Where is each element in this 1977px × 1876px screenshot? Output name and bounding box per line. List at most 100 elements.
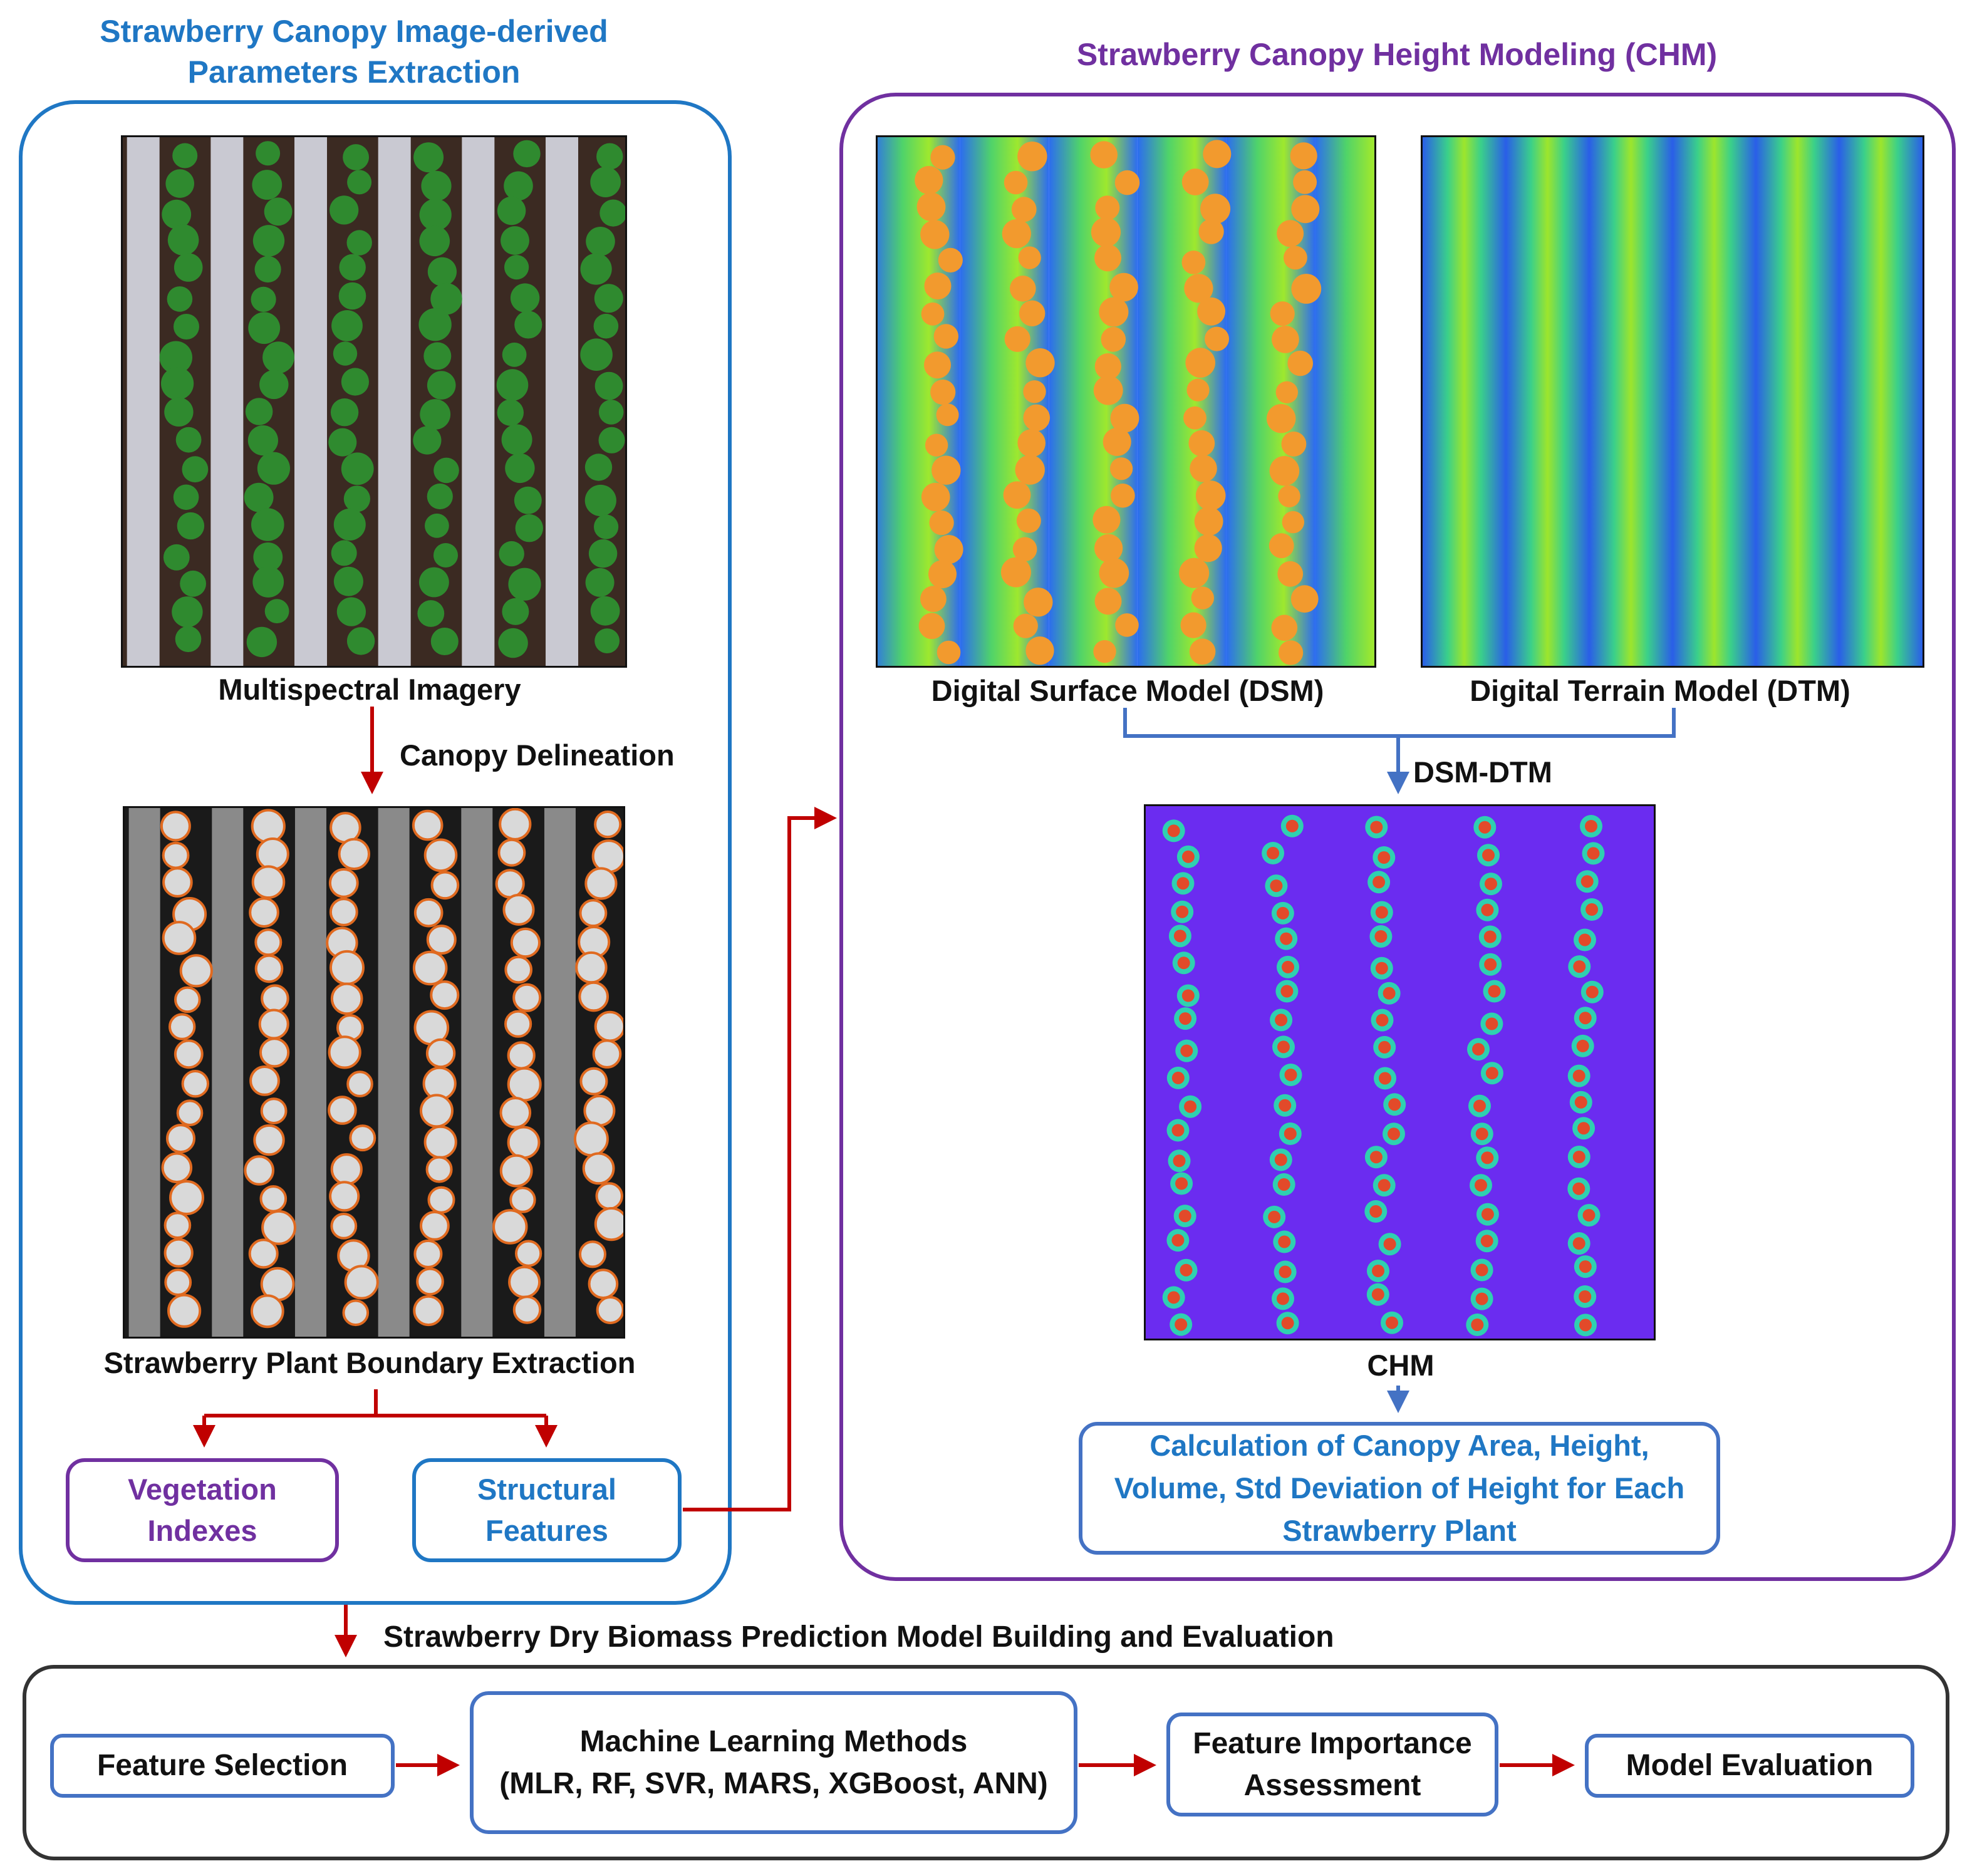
plant-canopy xyxy=(252,225,285,257)
plant-canopy xyxy=(514,486,542,514)
plant-canopy xyxy=(499,541,524,567)
chm-plant-inner xyxy=(1371,1288,1384,1301)
plant-boundary xyxy=(425,1156,453,1183)
chm-plant-inner xyxy=(1175,1318,1188,1331)
dsm-plant xyxy=(921,482,950,512)
plant-canopy xyxy=(425,513,449,538)
chm-plant-inner xyxy=(1572,1182,1585,1195)
plant-canopy xyxy=(580,253,612,285)
chm-plant-inner xyxy=(1375,961,1388,975)
chm-plant-inner xyxy=(1277,1040,1290,1054)
plant-canopy xyxy=(504,255,529,280)
chm-plant-inner xyxy=(1484,958,1497,971)
plant-boundary xyxy=(492,1209,528,1245)
dsm-plant xyxy=(924,272,952,300)
plant-boundary xyxy=(512,983,542,1012)
dsm-plant xyxy=(1269,456,1300,486)
vegetation-indexes-box: Vegetation Indexes xyxy=(66,1458,339,1562)
chm-plant-inner xyxy=(1573,960,1586,973)
dsm-image xyxy=(876,135,1376,668)
dsm-plant xyxy=(1179,557,1210,588)
dsm-plant xyxy=(921,302,945,326)
plant-canopy xyxy=(182,456,209,483)
chm-plant-inner xyxy=(1270,879,1283,893)
plant-boundary xyxy=(330,982,363,1015)
dsm-plant xyxy=(937,640,961,665)
dsm-plant xyxy=(1198,219,1224,244)
dsm-plant xyxy=(1181,168,1209,195)
plant-boundary xyxy=(588,1268,619,1300)
plant-canopy xyxy=(346,230,372,256)
dsm-plant xyxy=(1093,375,1123,405)
chm-plant-inner xyxy=(1572,1237,1585,1250)
plant-canopy xyxy=(256,141,281,166)
plant-boundary xyxy=(329,898,358,926)
plant-canopy xyxy=(497,399,524,426)
left-panel xyxy=(19,100,732,1605)
chm-plant-inner xyxy=(1376,1013,1389,1027)
plant-canopy xyxy=(433,543,458,567)
dsm-plant xyxy=(1205,326,1229,351)
plant-boundary xyxy=(330,1213,358,1240)
dsm-plant xyxy=(1099,297,1129,327)
calc-line1: Calculation of Canopy Area, Height, xyxy=(1149,1428,1649,1462)
plant-canopy xyxy=(341,452,374,485)
plant-canopy xyxy=(594,628,620,653)
chm-plant-inner xyxy=(1579,1260,1592,1273)
dsm-plant xyxy=(1093,640,1116,663)
plant-canopy xyxy=(498,628,528,658)
plant-canopy xyxy=(505,453,535,484)
plant-canopy xyxy=(423,342,452,370)
dsm-plant xyxy=(1012,537,1037,562)
chm-plant-inner xyxy=(1370,821,1383,834)
plant-canopy xyxy=(599,199,625,227)
plant-boundary xyxy=(167,1293,202,1328)
plant-canopy xyxy=(419,225,450,257)
chm-plant-inner xyxy=(1176,905,1189,918)
chm-plant-inner xyxy=(1585,985,1599,998)
plant-canopy xyxy=(594,371,623,400)
plant-canopy xyxy=(420,399,451,430)
plant-canopy xyxy=(585,567,615,597)
boundary-image xyxy=(123,806,625,1339)
dsm-plant xyxy=(918,613,945,640)
dsm-label: Digital Surface Model (DSM) xyxy=(931,674,1324,707)
dsm-plant xyxy=(1025,348,1055,378)
dsm-plant xyxy=(934,535,963,564)
plant-boundary xyxy=(584,867,618,900)
dsm-plant xyxy=(1195,480,1226,510)
plant-canopy xyxy=(257,452,290,485)
structural-features-box: Structural Features xyxy=(412,1458,682,1562)
calc-line2: Volume, Std Deviation of Height for Each xyxy=(1114,1471,1685,1505)
plant-canopy xyxy=(333,508,366,541)
chm-plant-inner xyxy=(1282,960,1294,973)
bottom-panel xyxy=(23,1665,1949,1860)
plant-boundary xyxy=(260,1097,288,1125)
chm-plant-inner xyxy=(1471,1319,1484,1331)
plant-canopy xyxy=(262,341,294,373)
dsm-plant xyxy=(1278,485,1300,507)
plant-canopy xyxy=(421,170,452,201)
dsm-plant xyxy=(1016,508,1041,533)
dsm-plant xyxy=(1094,244,1121,272)
plant-boundary xyxy=(174,986,201,1013)
dtm-image xyxy=(1421,135,1924,668)
dsm-plant xyxy=(1183,406,1206,430)
chm-plant-inner xyxy=(1472,1043,1485,1056)
plant-boundary xyxy=(328,868,359,898)
dsm-plant xyxy=(1290,585,1319,613)
chm-plant-inner xyxy=(1473,1099,1486,1112)
chm-plant-inner xyxy=(1372,1265,1384,1277)
plant-boundary xyxy=(515,1240,542,1267)
plant-boundary xyxy=(181,1070,210,1098)
bottom-panel-title: Strawberry Dry Biomass Prediction Model … xyxy=(383,1620,1334,1654)
dsm-plant xyxy=(1271,614,1298,641)
dsm-plant xyxy=(1003,481,1031,509)
chm-plant-inner xyxy=(1274,1153,1287,1166)
chm-plant-inner xyxy=(1167,824,1180,837)
dsm-dtm-bracket xyxy=(1123,708,1676,738)
plant-canopy xyxy=(418,308,452,341)
plant-boundary xyxy=(179,954,213,988)
chm-plant-inner xyxy=(1178,1210,1191,1223)
plant-canopy xyxy=(330,195,359,225)
